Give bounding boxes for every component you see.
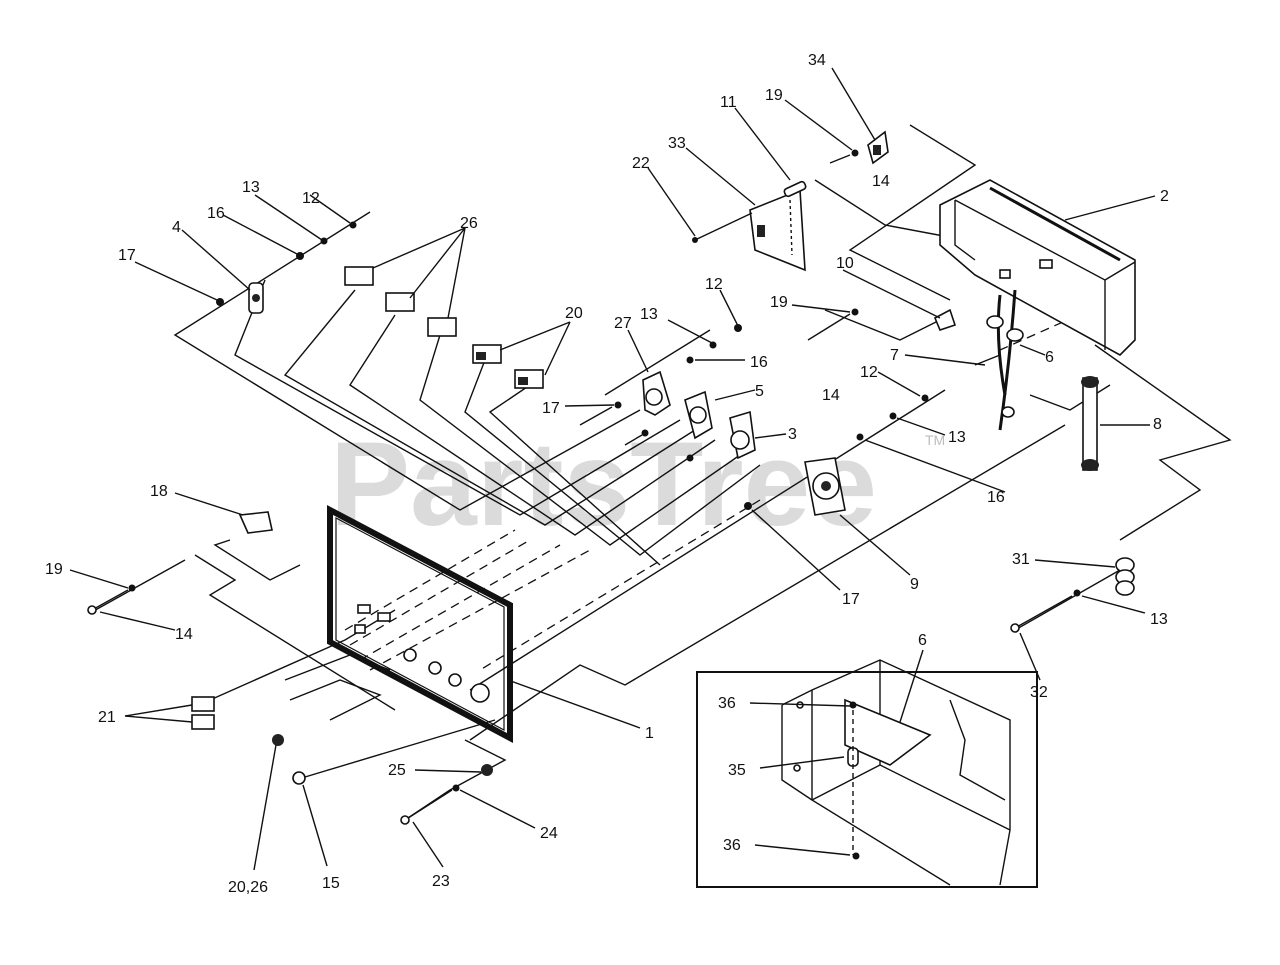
callout-16-right: 16: [987, 489, 1005, 506]
trademark-mark: TM: [925, 432, 945, 448]
outlet-4: [248, 282, 264, 314]
callout-18: 18: [150, 483, 168, 500]
callout-3: 3: [788, 426, 797, 443]
callout-31: 31: [1012, 551, 1030, 568]
callout-13-left: 13: [242, 179, 260, 196]
callout-4: 4: [172, 219, 181, 236]
callout-10: 10: [836, 255, 854, 272]
connector-11: [783, 180, 807, 198]
callout-12-mid: 12: [705, 276, 723, 293]
callout-33: 33: [668, 135, 686, 152]
callout-15: 15: [322, 875, 340, 892]
receptacle-9: [804, 457, 846, 516]
callout-20-26: 20,26: [228, 879, 268, 896]
callout-labels: 34 19 11 33 22 14 2 10 19 14 12 13 16 5 …: [45, 52, 1169, 896]
callout-2: 2: [1160, 188, 1169, 205]
callout-20-top: 20: [565, 305, 583, 322]
callout-16-left: 16: [207, 205, 225, 222]
callout-12-left: 12: [302, 190, 320, 207]
callout-17-mid: 17: [542, 400, 560, 417]
callout-32: 32: [1030, 684, 1048, 701]
callout-19-mid: 19: [770, 294, 788, 311]
leader-lines: [69, 67, 1156, 871]
callout-25: 25: [388, 762, 406, 779]
callout-12-right: 12: [860, 364, 878, 381]
callout-6-inset: 6: [918, 632, 927, 649]
callout-22: 22: [632, 155, 650, 172]
wire-routing: [89, 124, 1232, 821]
partstree-watermark: PartsTree: [330, 417, 877, 551]
switch-34: [867, 130, 889, 165]
switch-21: [191, 696, 215, 730]
callout-14-top: 14: [872, 173, 890, 190]
callout-19-left: 19: [45, 561, 63, 578]
callout-5: 5: [755, 383, 764, 400]
callout-27: 27: [614, 315, 632, 332]
wire-harness: [986, 289, 1024, 431]
callout-24: 24: [540, 825, 558, 842]
callout-34: 34: [808, 52, 826, 69]
callout-8: 8: [1153, 416, 1162, 433]
inset-detail: [696, 659, 1038, 888]
callout-14-left: 14: [175, 626, 193, 643]
callout-9: 9: [910, 576, 919, 593]
callout-11: 11: [720, 94, 737, 111]
receptacles: [642, 370, 756, 460]
callout-36-inset-top: 36: [718, 695, 736, 712]
callout-17-left: 17: [118, 247, 136, 264]
callout-23: 23: [432, 873, 450, 890]
control-panel: [327, 505, 513, 743]
part-31: [1115, 557, 1135, 596]
callout-21: 21: [98, 709, 116, 726]
fasteners: [87, 149, 1081, 825]
callout-19-top: 19: [765, 87, 783, 104]
callout-1: 1: [645, 725, 654, 742]
callout-36-inset-bottom: 36: [723, 837, 741, 854]
callout-35: 35: [728, 762, 746, 779]
callout-14-mid: 14: [822, 387, 840, 404]
callout-17-bottom: 17: [842, 591, 860, 608]
clip-18: [238, 511, 273, 534]
callout-6-main: 6: [1045, 349, 1054, 366]
enclosure-box: [939, 179, 1136, 356]
callout-26-top: 26: [460, 215, 478, 232]
circuit-breakers: [344, 266, 544, 389]
rod-part-8: [1081, 376, 1099, 471]
callout-16-mid: 16: [750, 354, 768, 371]
callout-7: 7: [890, 347, 899, 364]
callout-13-mid: 13: [640, 306, 658, 323]
circuit-board: [749, 188, 806, 272]
callout-13-bottom: 13: [1150, 611, 1168, 628]
callout-13-right: 13: [948, 429, 966, 446]
bracket-10: [933, 308, 957, 331]
